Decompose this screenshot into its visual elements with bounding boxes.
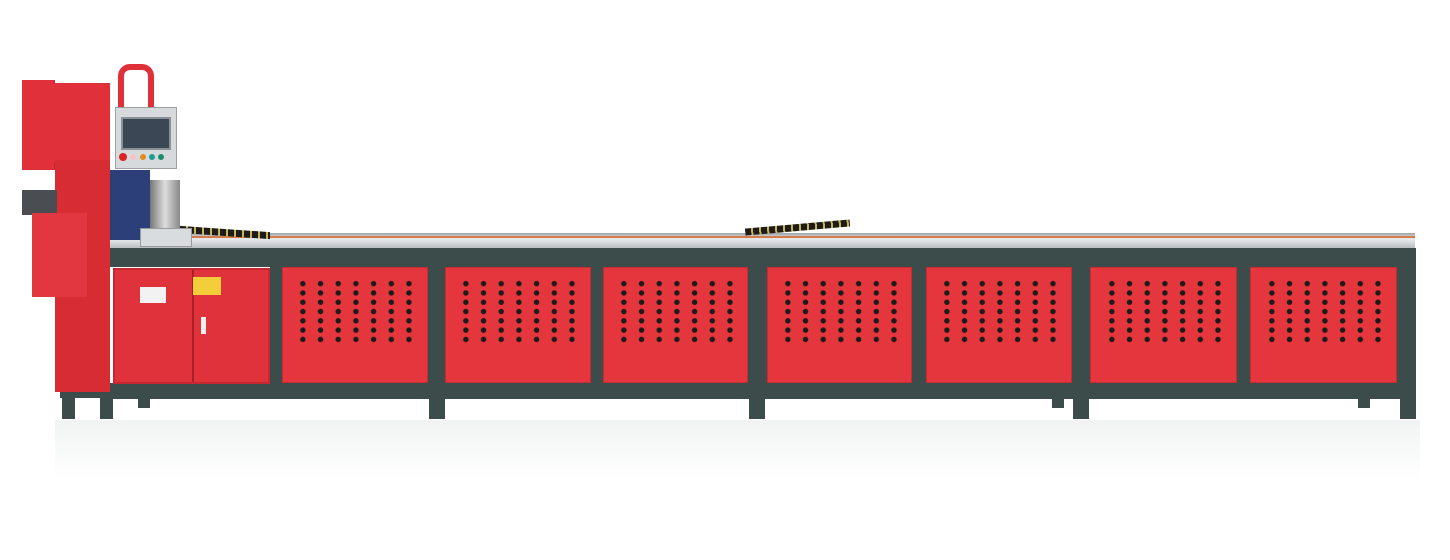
electrical-cabinet — [113, 268, 270, 384]
operator-control-panel — [115, 107, 177, 169]
ventilation-holes — [938, 279, 1062, 344]
saw-head-housing — [22, 80, 55, 170]
ventilation-holes — [457, 279, 581, 344]
foot-pad — [138, 398, 150, 408]
leg — [100, 395, 113, 419]
clamp-slide-block — [140, 228, 192, 247]
control-button[interactable] — [140, 154, 146, 160]
ventilation-holes — [615, 279, 739, 344]
door-handle — [201, 317, 206, 334]
ventilation-holes — [779, 279, 903, 344]
frame-post — [428, 262, 445, 387]
frame-post — [1072, 262, 1090, 387]
cabinet-door-split — [192, 270, 194, 382]
touch-screen[interactable] — [121, 117, 171, 150]
control-button[interactable] — [158, 154, 164, 160]
perforated-guard-panel — [1250, 267, 1397, 383]
frame-post — [748, 262, 767, 387]
lifting-handle — [118, 64, 154, 110]
foot-pad — [1052, 398, 1064, 408]
perforated-guard-panel — [1090, 267, 1237, 383]
ventilation-holes — [1103, 279, 1227, 344]
perforated-guard-panel — [603, 267, 748, 383]
control-button[interactable] — [149, 154, 155, 160]
perforated-guard-panel — [767, 267, 912, 383]
leg — [1400, 395, 1416, 419]
frame-post — [270, 262, 282, 387]
clamp-cylinder — [150, 180, 180, 230]
frame-post — [591, 262, 603, 387]
feed-guard-box — [32, 213, 87, 297]
ventilation-holes — [1263, 279, 1387, 344]
frame-post — [1397, 262, 1416, 387]
cabinet-nameplate — [140, 287, 166, 303]
perforated-guard-panel — [926, 267, 1072, 383]
ventilation-holes — [294, 279, 418, 344]
base-frame-left — [60, 390, 115, 398]
perforated-guard-panel — [282, 267, 428, 383]
frame-post — [1237, 262, 1250, 387]
leg — [749, 395, 765, 419]
saw-head-housing-main — [54, 83, 110, 163]
foot-pad — [1358, 398, 1370, 408]
warning-sticker — [193, 277, 221, 295]
leg — [429, 395, 445, 419]
emergency-stop-button[interactable] — [119, 153, 127, 161]
leg — [62, 395, 75, 419]
leg — [1073, 395, 1089, 419]
floor-reflection — [55, 420, 1420, 480]
side-clamp-unit — [22, 190, 57, 215]
frame-post — [912, 262, 926, 387]
orange-strip — [180, 236, 1415, 238]
perforated-guard-panel — [445, 267, 591, 383]
control-button[interactable] — [130, 154, 136, 160]
